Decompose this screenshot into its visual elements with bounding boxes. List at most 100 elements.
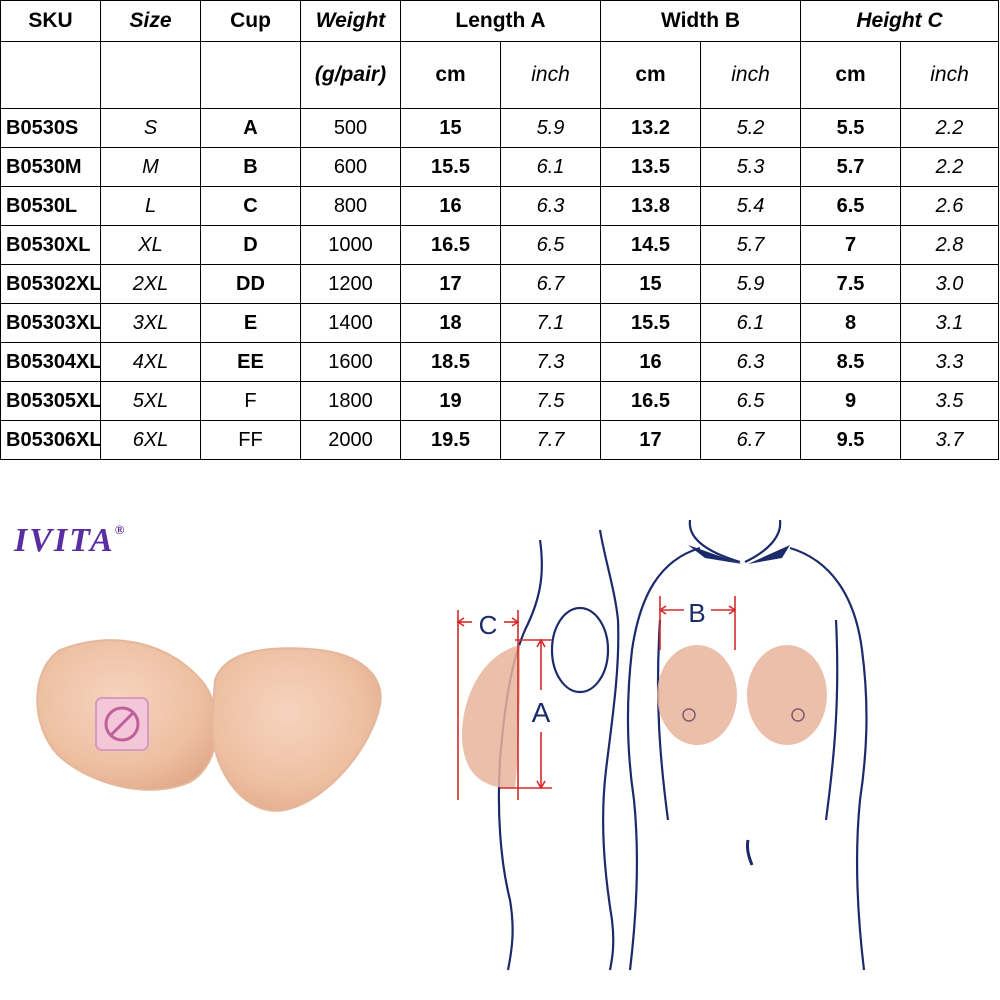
subheader-blank <box>0 41 101 109</box>
subheader-height-inch: inch <box>899 41 1000 109</box>
table-row: B0530S S A 500 15 5.9 13.2 5.2 5.5 2.2 <box>0 108 1000 148</box>
table-row: B05306XL 6XL FF 2000 19.5 7.7 17 6.7 9.5… <box>0 420 1000 460</box>
cell-height-inch: 3.1 <box>899 303 1000 343</box>
cell-width-inch: 6.5 <box>700 381 801 421</box>
header-size: Size <box>100 0 201 42</box>
cell-cup: E <box>200 303 301 343</box>
cell-weight: 1600 <box>300 342 401 382</box>
measure-b <box>658 596 737 650</box>
cell-cup: C <box>200 186 301 226</box>
cell-width-inch: 5.9 <box>700 264 801 304</box>
header-row: SKU Size Cup Weight Length A Width B Hei… <box>0 0 1000 42</box>
cell-height-cm: 5.5 <box>800 108 901 148</box>
cell-height-cm: 8.5 <box>800 342 901 382</box>
size-chart-table: SKU Size Cup Weight Length A Width B Hei… <box>0 0 1000 460</box>
measure-a <box>500 638 552 790</box>
cell-height-cm: 9.5 <box>800 420 901 460</box>
subheader-weight-unit: (g/pair) <box>300 41 401 109</box>
brand-logo: IVITA® <box>14 522 126 560</box>
cell-weight: 1400 <box>300 303 401 343</box>
cell-height-inch: 2.6 <box>899 186 1000 226</box>
cell-width-inch: 5.3 <box>700 147 801 187</box>
cell-cup: EE <box>200 342 301 382</box>
cell-sku: B0530S <box>0 108 101 148</box>
breast-forms-photo <box>36 639 382 812</box>
cell-length-cm: 18.5 <box>400 342 501 382</box>
front-breast-left <box>657 645 737 745</box>
cell-length-cm: 18 <box>400 303 501 343</box>
cell-height-inch: 3.0 <box>899 264 1000 304</box>
front-breast-right <box>747 645 827 745</box>
cell-height-inch: 2.2 <box>899 108 1000 148</box>
brand-name: IVITA <box>14 522 115 559</box>
cell-width-inch: 6.1 <box>700 303 801 343</box>
cell-cup: DD <box>200 264 301 304</box>
cell-sku: B05305XL <box>0 381 101 421</box>
cell-width-cm: 17 <box>600 420 701 460</box>
table-row: B0530L L C 800 16 6.3 13.8 5.4 6.5 2.6 <box>0 186 1000 226</box>
subheader-width-cm: cm <box>600 41 701 109</box>
cell-width-inch: 6.3 <box>700 342 801 382</box>
cell-length-inch: 6.7 <box>500 264 601 304</box>
cell-weight: 500 <box>300 108 401 148</box>
cell-length-cm: 19.5 <box>400 420 501 460</box>
cell-size: 3XL <box>100 303 201 343</box>
header-cup: Cup <box>200 0 301 42</box>
breast-form-right <box>210 647 382 812</box>
cell-height-cm: 6.5 <box>800 186 901 226</box>
cell-sku: B0530XL <box>0 225 101 265</box>
header-weight: Weight <box>300 0 401 42</box>
table-row: B05305XL 5XL F 1800 19 7.5 16.5 6.5 9 3.… <box>0 381 1000 421</box>
cell-size: XL <box>100 225 201 265</box>
collar-left <box>688 545 742 564</box>
header-width: Width B <box>600 0 801 42</box>
cell-length-inch: 7.1 <box>500 303 601 343</box>
cell-size: 4XL <box>100 342 201 382</box>
table-row: B05302XL 2XL DD 1200 17 6.7 15 5.9 7.5 3… <box>0 264 1000 304</box>
cell-size: M <box>100 147 201 187</box>
cell-size: 2XL <box>100 264 201 304</box>
label-b: B <box>688 598 705 628</box>
cell-size: L <box>100 186 201 226</box>
cell-sku: B05302XL <box>0 264 101 304</box>
censor-icon <box>95 697 149 751</box>
cell-length-inch: 6.5 <box>500 225 601 265</box>
cell-width-inch: 5.4 <box>700 186 801 226</box>
cell-length-inch: 6.3 <box>500 186 601 226</box>
cell-size: 5XL <box>100 381 201 421</box>
cell-sku: B05304XL <box>0 342 101 382</box>
header-length: Length A <box>400 0 601 42</box>
cell-width-inch: 6.7 <box>700 420 801 460</box>
cell-height-inch: 3.3 <box>899 342 1000 382</box>
cell-width-inch: 5.2 <box>700 108 801 148</box>
cell-height-cm: 8 <box>800 303 901 343</box>
measurement-illustration: C A B <box>36 519 868 971</box>
cell-sku: B05303XL <box>0 303 101 343</box>
cell-width-cm: 16 <box>600 342 701 382</box>
table-row: B0530M M B 600 15.5 6.1 13.5 5.3 5.7 2.2 <box>0 147 1000 187</box>
header-sku: SKU <box>0 0 101 42</box>
side-breast-shape <box>462 645 520 789</box>
cell-width-inch: 5.7 <box>700 225 801 265</box>
registered-mark: ® <box>114 522 127 537</box>
cell-cup: D <box>200 225 301 265</box>
front-torso-figure <box>626 519 868 971</box>
table-row: B05304XL 4XL EE 1600 18.5 7.3 16 6.3 8.5… <box>0 342 1000 382</box>
subheader-length-inch: inch <box>500 41 601 109</box>
label-a: A <box>532 697 551 728</box>
cell-sku: B0530M <box>0 147 101 187</box>
cell-sku: B0530L <box>0 186 101 226</box>
cell-length-cm: 19 <box>400 381 501 421</box>
cell-cup: B <box>200 147 301 187</box>
cell-height-inch: 3.5 <box>899 381 1000 421</box>
cell-length-inch: 5.9 <box>500 108 601 148</box>
cell-length-cm: 17 <box>400 264 501 304</box>
cell-length-inch: 7.3 <box>500 342 601 382</box>
cell-cup: F <box>200 381 301 421</box>
cell-width-cm: 16.5 <box>600 381 701 421</box>
subheader-row: (g/pair) cm inch cm inch cm inch <box>0 41 1000 109</box>
label-c: C <box>479 610 498 640</box>
cell-length-inch: 7.7 <box>500 420 601 460</box>
cell-width-cm: 13.5 <box>600 147 701 187</box>
measure-c <box>456 610 520 800</box>
